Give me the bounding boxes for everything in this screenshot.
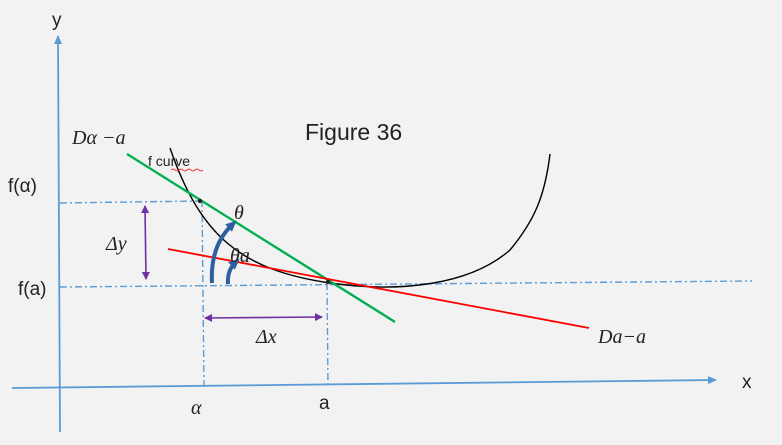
f-a-guide-line xyxy=(59,280,753,288)
alpha-guide-line xyxy=(201,199,205,389)
y-axis-label: y xyxy=(52,10,62,31)
f-curve xyxy=(169,147,551,288)
theta-a-label: θa xyxy=(230,245,250,267)
point-a xyxy=(325,279,331,285)
delta-x-arrow xyxy=(204,313,323,322)
x-axis xyxy=(11,376,717,389)
delta-x-label: Δx xyxy=(255,326,277,348)
secant-line xyxy=(126,152,396,324)
figure-title: Figure 36 xyxy=(305,119,402,145)
delta-y-label: Δy xyxy=(105,233,127,255)
delta-y-arrow xyxy=(141,205,150,280)
point-alpha xyxy=(197,198,203,204)
theta-label: θ xyxy=(234,202,244,224)
secant-line-label: Dα −a xyxy=(71,127,125,149)
f-a-label: f(a) xyxy=(18,279,47,300)
y-axis xyxy=(54,35,63,433)
tangent-line-label: Da−a xyxy=(597,326,646,348)
f-curve-label: f curve xyxy=(148,153,190,169)
a-guide-line xyxy=(326,282,329,387)
spell-underline xyxy=(170,168,204,172)
theta-a-arc-arrow xyxy=(225,258,240,285)
alpha-tick-label: α xyxy=(191,397,202,419)
a-tick-label: a xyxy=(319,393,330,414)
f-alpha-guide-line xyxy=(59,200,201,204)
theta-arc-arrow xyxy=(209,220,237,284)
f-alpha-label: f(α) xyxy=(8,176,37,197)
x-axis-label: x xyxy=(742,372,752,393)
